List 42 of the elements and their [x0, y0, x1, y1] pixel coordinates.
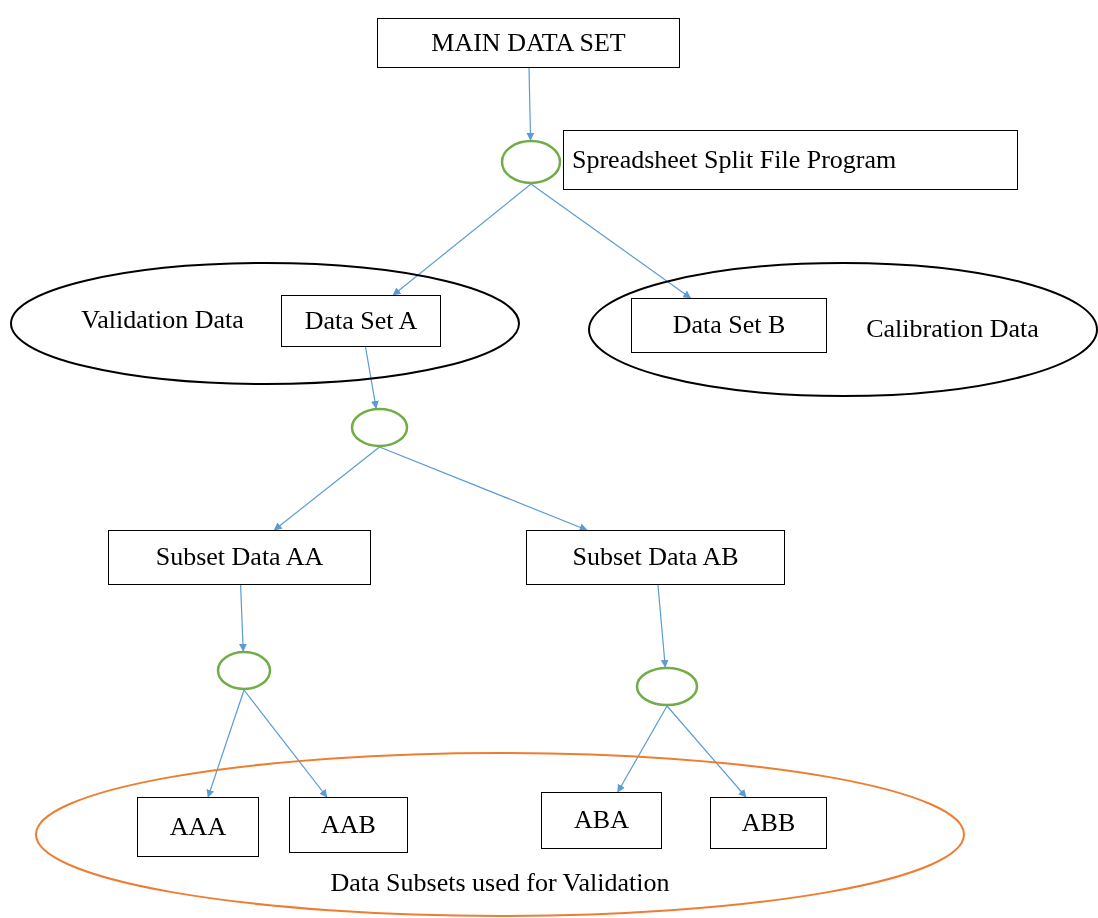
box-label: Spreadsheet Split File Program [572, 145, 897, 175]
box-label: Data Set A [304, 306, 418, 336]
box-label: ABA [574, 806, 629, 835]
arrow [530, 183, 692, 299]
group-ellipse [588, 262, 1098, 397]
box-label: AAB [321, 810, 376, 840]
group-ellipse [35, 752, 965, 917]
process-box [710, 797, 827, 849]
box-label: MAIN DATA SET [431, 28, 626, 58]
process-box [526, 530, 785, 585]
ellipse-label: Validation Data [80, 306, 245, 335]
box-label: Subset Data AB [572, 543, 739, 572]
process-box [377, 18, 680, 68]
process-box [289, 797, 408, 853]
arrow [364, 346, 379, 409]
process-box [137, 797, 259, 857]
arrow [378, 446, 588, 532]
process-box [541, 792, 662, 849]
ellipse-label: Data Subsets used for Validation [329, 869, 671, 898]
ellipse-label: Calibration Data [865, 315, 1040, 344]
arrow [273, 446, 381, 531]
connector-ellipse [501, 140, 561, 184]
box-label: Data Set B [672, 311, 786, 340]
connector-ellipse [636, 667, 698, 706]
process-box [631, 298, 827, 353]
box-label: ABB [741, 808, 796, 838]
arrow [392, 183, 532, 296]
process-box [108, 530, 371, 585]
box-label: Subset Data AA [155, 543, 324, 572]
connector-ellipse [217, 651, 271, 690]
arrow [243, 689, 328, 798]
arrow [666, 705, 747, 798]
box-label: AAA [169, 812, 227, 842]
arrow [526, 67, 535, 141]
connector-ellipse [351, 408, 408, 447]
process-box [281, 295, 441, 347]
arrow [238, 584, 247, 652]
arrow [657, 584, 669, 668]
arrow [617, 705, 668, 793]
process-box [563, 130, 1018, 190]
arrow [206, 689, 245, 798]
group-ellipse [10, 262, 520, 385]
